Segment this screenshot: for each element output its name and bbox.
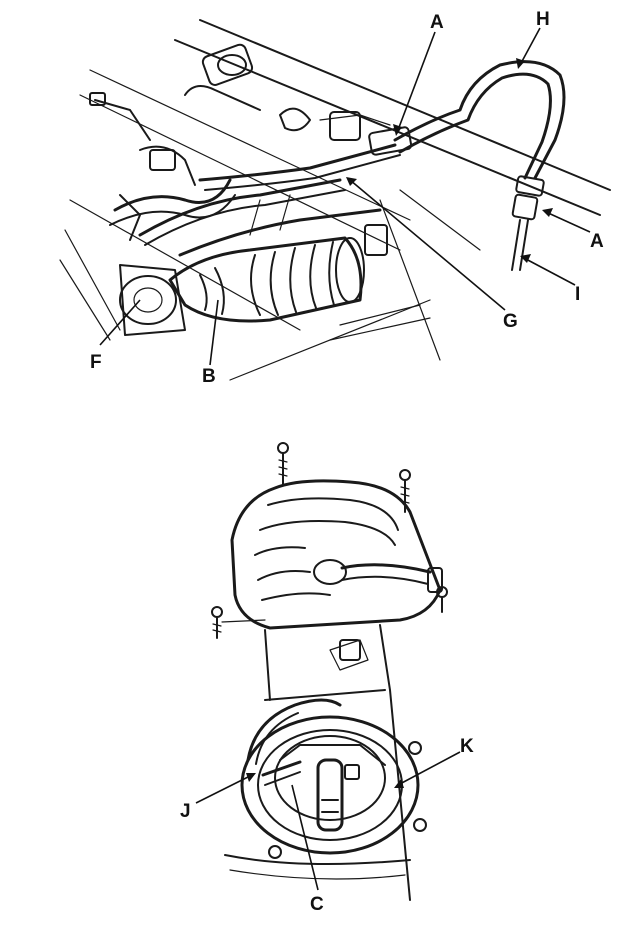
callout-a-right: A	[590, 231, 604, 252]
callout-a-top: A	[430, 12, 444, 33]
arrowhead-icon	[520, 254, 531, 263]
bolt-icon	[436, 586, 448, 613]
arrowhead-icon	[394, 779, 404, 788]
leader-a-top	[397, 31, 436, 131]
callout-j: J	[180, 801, 191, 822]
leader-i	[523, 257, 576, 286]
callout-i: I	[575, 284, 580, 305]
nut-icons	[268, 741, 427, 859]
arrowhead-icon	[246, 773, 256, 782]
leader-lines	[99, 27, 591, 891]
leader-j	[195, 774, 253, 804]
leader-a-right	[545, 211, 591, 233]
arrowhead-icon	[516, 58, 525, 69]
leader-k	[397, 751, 461, 786]
arrowhead-icon	[542, 208, 553, 217]
intake-duct	[168, 236, 365, 323]
leader-f	[99, 299, 141, 346]
leader-c	[291, 784, 319, 891]
engine-bay-illustration	[59, 19, 611, 381]
fuel-feed-hose	[393, 60, 566, 271]
leader-b	[209, 299, 219, 366]
leader-g	[349, 179, 506, 311]
bolt-icon	[211, 606, 266, 639]
fuel-pump-unit	[240, 698, 420, 855]
arrowhead-icon	[346, 177, 357, 186]
callout-h: H	[536, 9, 550, 30]
callout-k: K	[460, 736, 474, 757]
callout-b: B	[202, 366, 216, 387]
bolt-icon	[399, 469, 411, 513]
bolt-icon	[277, 442, 289, 486]
bolt-icons	[211, 442, 448, 639]
fuel-pump-access-illustration	[211, 442, 448, 901]
arrowhead-icon	[393, 124, 402, 136]
leader-h	[519, 27, 541, 66]
callout-g: G	[503, 311, 518, 332]
callout-f: F	[90, 352, 102, 373]
callout-c: C	[310, 894, 324, 915]
access-cover	[230, 479, 443, 630]
callout-labels: A H A I G F B K J C	[90, 9, 604, 915]
